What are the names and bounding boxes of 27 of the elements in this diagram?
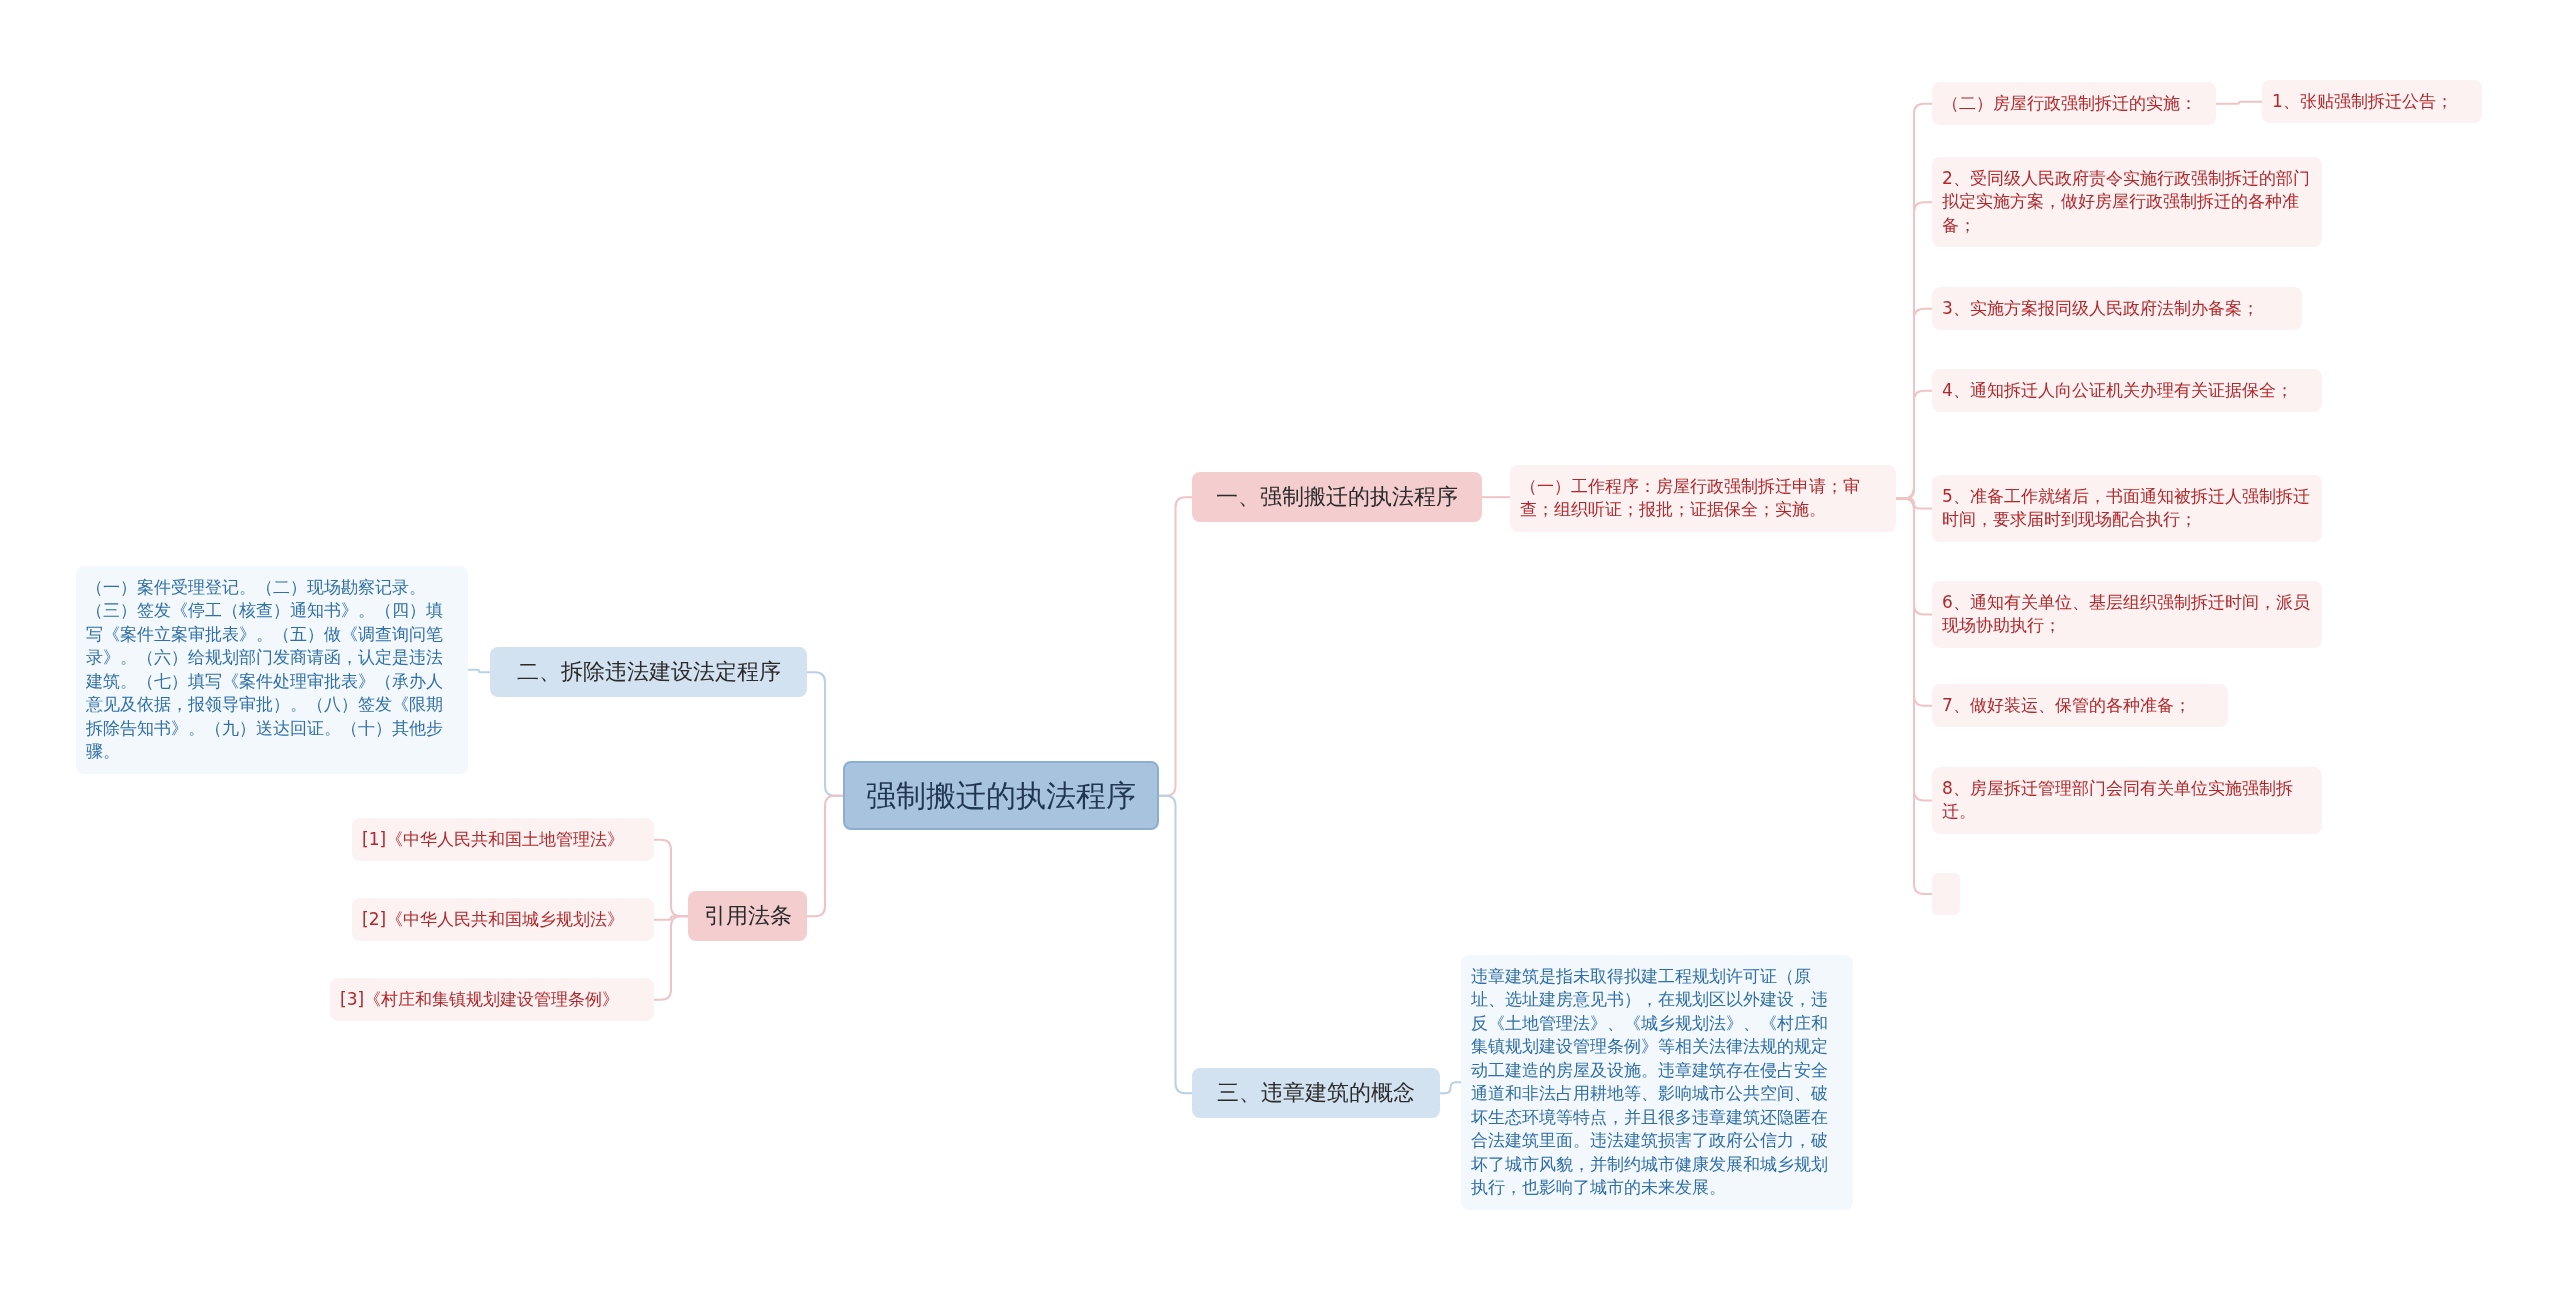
- connector-line: [806, 794, 844, 918]
- note-box: （二）房屋行政强制拆迁的实施：: [1932, 82, 2216, 126]
- note-box: 1、张贴强制拆迁公告；: [2262, 80, 2482, 124]
- topic-box: 强制搬迁的执法程序: [843, 761, 1159, 831]
- note-box: 2、受同级人民政府责令实施行政强制拆迁的部门拟定实施方案，做好房屋行政强制拆迁的各种准备；: [1932, 157, 2322, 248]
- note-box: [2]《中华人民共和国城乡规划法》: [352, 898, 654, 942]
- branch-box: 三、违章建筑的概念: [1192, 1068, 1440, 1119]
- note-box: 4、通知拆迁人向公证机关办理有关证据保全；: [1932, 369, 2322, 413]
- connector-line: [467, 668, 491, 674]
- branch-box: 二、拆除违法建设法定程序: [490, 647, 807, 698]
- note-box: 6、通知有关单位、基层组织强制拆迁时间，派员现场协助执行；: [1932, 581, 2322, 648]
- note-box: （一）案件受理登记。（二）现场勘察记录。（三）签发《停工（核查）通知书》。（四）填写《案件立案审批表》。（五）做《调查询问笔录》。（六）给规划部门发商请函，认定是违法建筑。（七）填写《案件处理审批表》（承办人意见及依据，报领导审批）。（八）签发《限期拆除告知书》。（九）送达回证。（十）其他步骤。: [76, 566, 468, 774]
- note-box: （一）工作程序：房屋行政强制拆迁申请；审查；组织听证；报批；证据保全；实施。: [1510, 465, 1896, 532]
- connector-line: [1158, 794, 1193, 1095]
- branch-box: 引用法条: [688, 891, 807, 942]
- connector-line: [1481, 496, 1511, 499]
- note-box: 7、做好装运、保管的各种准备；: [1932, 684, 2228, 728]
- connector-line: [2215, 100, 2263, 105]
- branch-box: 一、强制搬迁的执法程序: [1192, 472, 1482, 523]
- connector-line: [1439, 1081, 1462, 1095]
- note-box: [1]《中华人民共和国土地管理法》: [352, 818, 654, 862]
- note-box: 违章建筑是指未取得拟建工程规划许可证（原址、选址建房意见书），在规划区以外建设，违反《土地管理法》、《城乡规划法》、《村庄和集镇规划建设管理条例》等相关法律法规的规定动工建造的房屋及设施。违章建筑存在侵占安全通道和非法占用耕地等、影响城市公共空间、破坏生态环境等特点，并且很多违章建筑还隐匿在合法建筑里面。违法建筑损害了政府公信力，破坏了城市风貌，并制约城市健康发展和城乡规划执行，也影响了城市的未来发展。: [1461, 955, 1853, 1210]
- note-box: 5、准备工作就绪后，书面通知被拆迁人强制拆迁时间，要求届时到现场配合执行；: [1932, 475, 2322, 542]
- note-box: [3]《村庄和集镇规划建设管理条例》: [330, 978, 654, 1022]
- note-box: 3、实施方案报同级人民政府法制办备案；: [1932, 287, 2302, 331]
- note-box: 8、房屋拆迁管理部门会同有关单位实施强制拆迁。: [1932, 767, 2322, 834]
- empty-box: [1932, 873, 1960, 915]
